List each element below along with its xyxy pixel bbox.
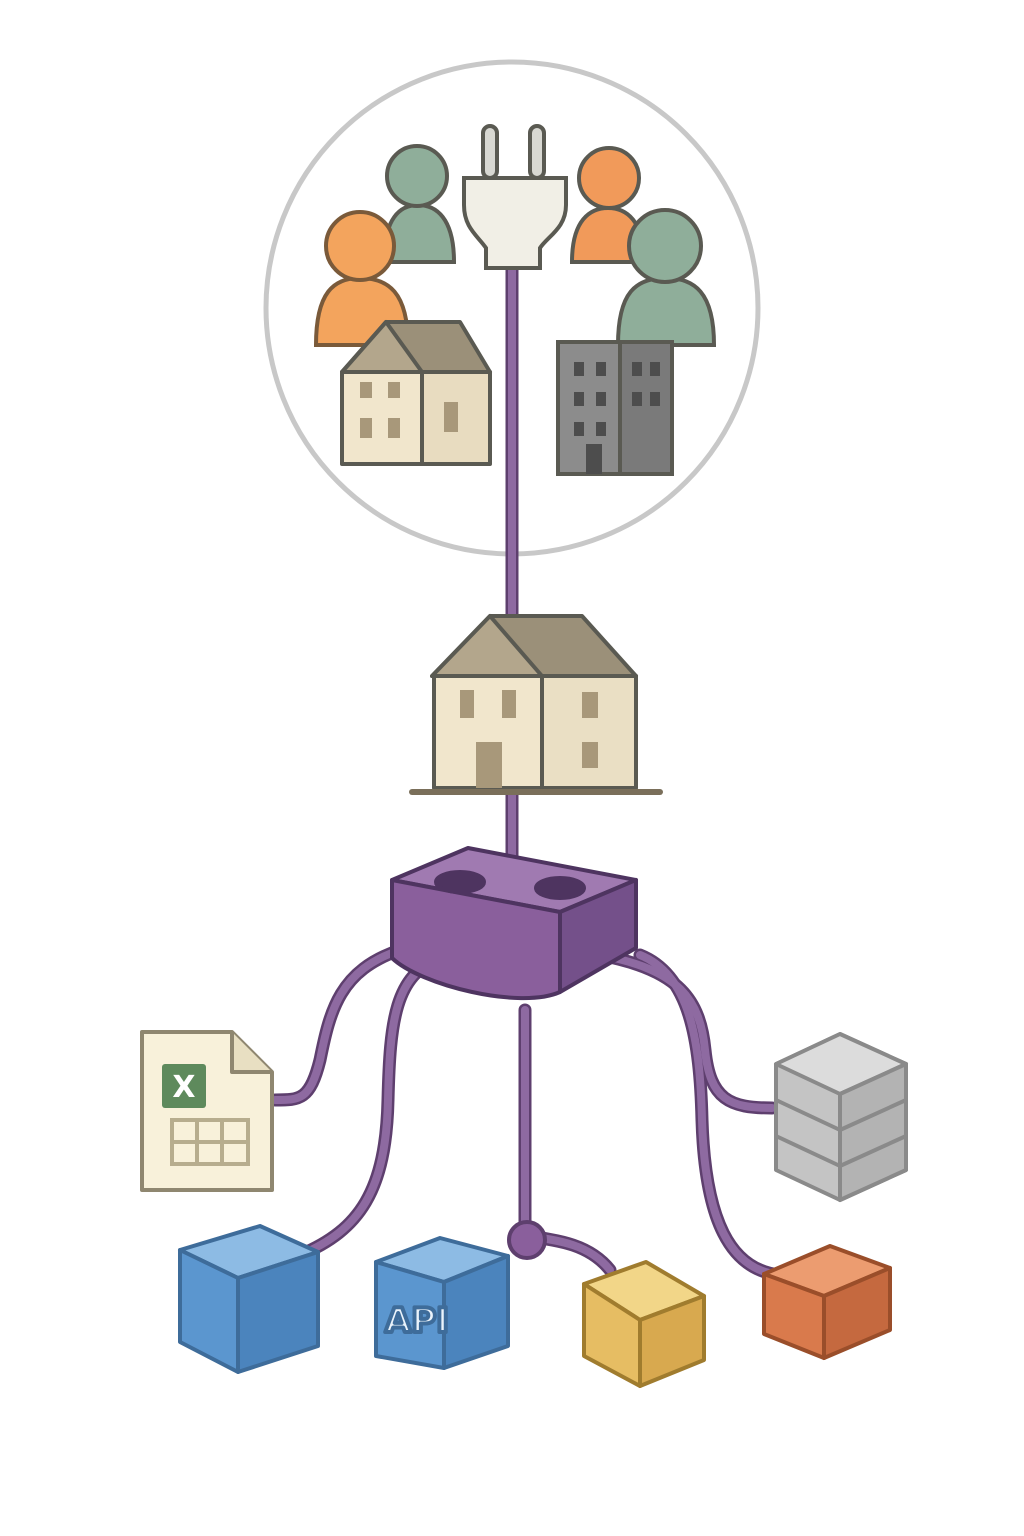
person-green-front-right: [615, 208, 717, 347]
api-cube-icon: API: [374, 1236, 510, 1370]
power-plug-icon: [462, 124, 568, 270]
person-green-back-left: [381, 144, 457, 264]
central-house-icon: [409, 614, 663, 795]
power-socket-hub-icon: [390, 846, 638, 1001]
api-label: API: [385, 1301, 449, 1341]
orange-data-cube-icon: [762, 1244, 892, 1360]
yellow-data-cube-icon: [582, 1260, 706, 1388]
excel-letter: X: [172, 1070, 195, 1105]
office-building-icon: [556, 340, 674, 476]
blue-data-cube-icon: [178, 1224, 320, 1374]
person-orange-front-left: [313, 210, 411, 347]
database-icon: [774, 1032, 908, 1202]
excel-spreadsheet-icon: X: [140, 1030, 274, 1192]
person-orange-back-right: [569, 146, 647, 264]
cable-junction: [507, 1220, 547, 1260]
cables: [268, 255, 787, 1282]
house-icon: [340, 320, 492, 466]
